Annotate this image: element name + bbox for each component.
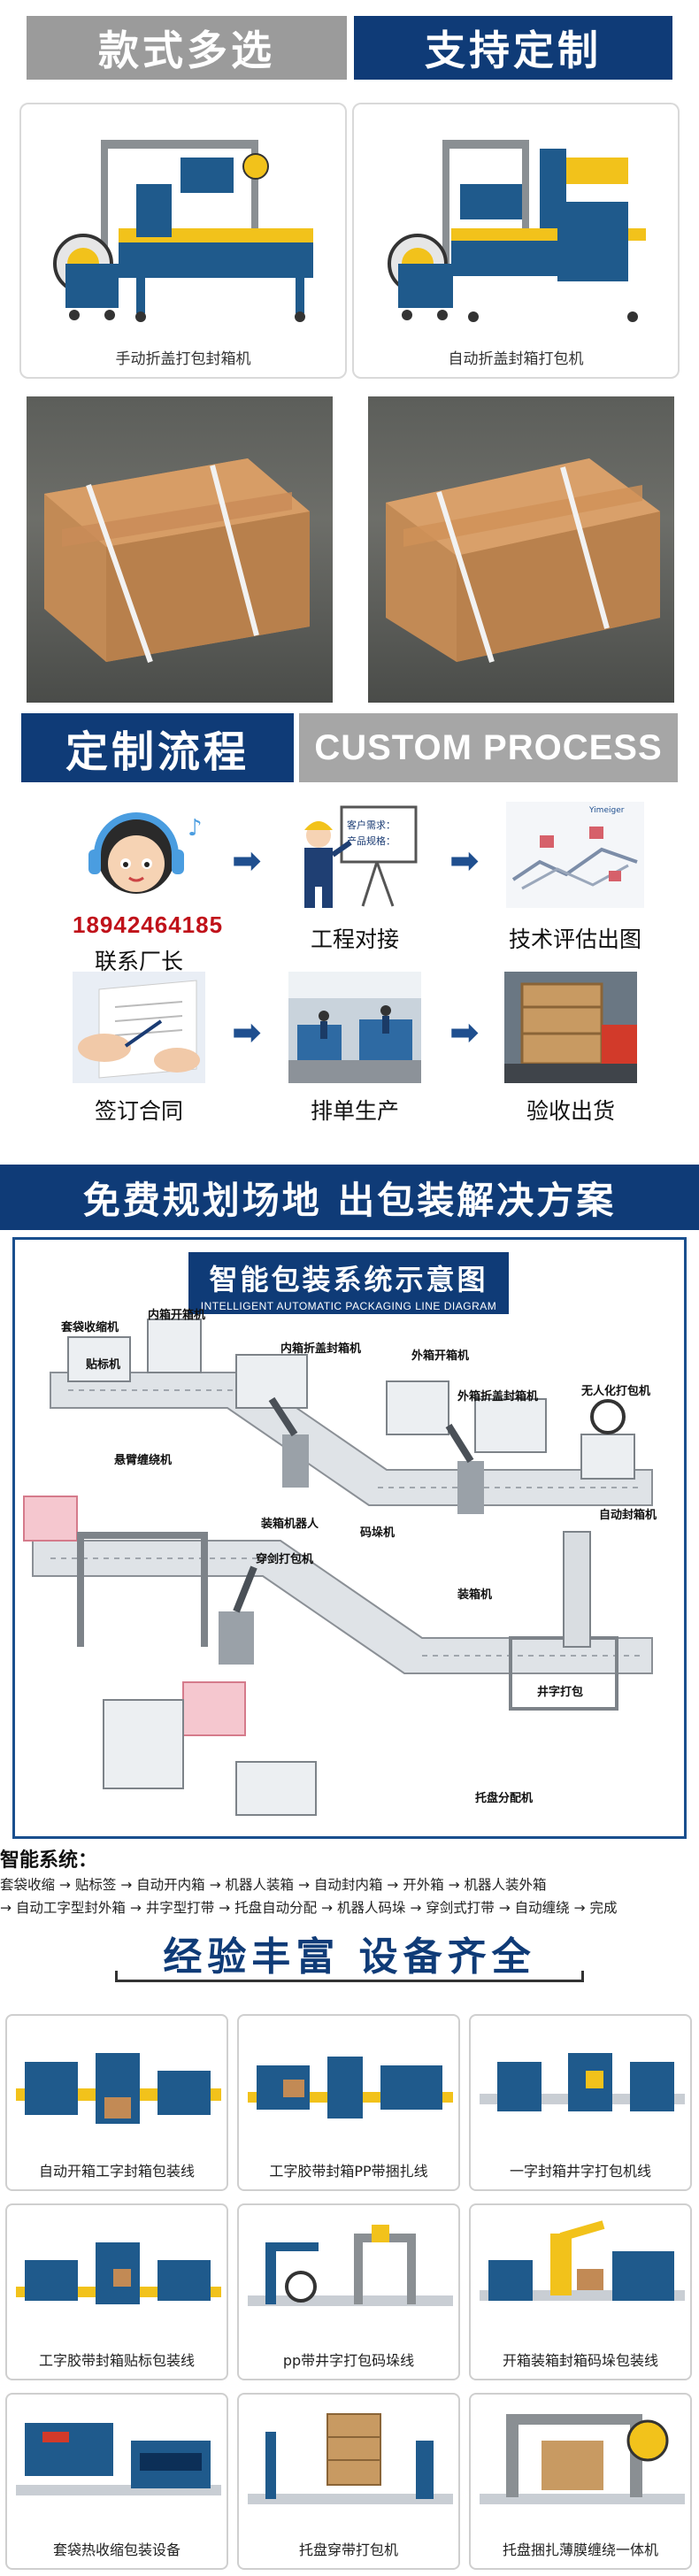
step-label: 签订合同	[94, 1098, 183, 1124]
strapped-carton-photo-2	[368, 396, 674, 703]
smart-system-flow-2: → 自动工字型封外箱 → 井字型打带 → 托盘自动分配 → 机器人码垛 → 穿剑…	[0, 1900, 618, 1916]
step-contact: ♪ 18942464185 联系厂长	[73, 800, 224, 976]
packaging-line-image	[248, 2413, 453, 2504]
line-caption: pp带井字打包码垛线	[282, 2352, 415, 2369]
line-caption: 托盘穿带打包机	[298, 2541, 398, 2558]
line-caption: 工字胶带封箱贴标包装线	[38, 2352, 195, 2369]
packaging-line-image	[480, 2414, 685, 2504]
divider	[115, 1980, 584, 1982]
smart-system-flow-1: 套袋收缩 → 贴标签 → 自动开内箱 → 机器人装箱 → 自动封内箱 → 开外箱…	[0, 1877, 547, 1893]
label-labeler: 贴标机	[86, 1358, 121, 1372]
arrow-right-icon: ➡	[232, 841, 262, 881]
label-inner-erector: 内箱开箱机	[148, 1309, 206, 1322]
arrow-right-icon: ➡	[449, 1012, 480, 1053]
label-outer-erector: 外箱开箱机	[411, 1350, 470, 1363]
process-title-cn: 定制流程	[21, 713, 294, 782]
board-line-2: 产品规格：	[347, 834, 396, 847]
divider	[581, 1971, 584, 1981]
machine-card-auto[interactable]: 自动折盖封箱打包机	[352, 103, 680, 379]
experience-header: 经验丰富 设备齐全	[115, 1925, 584, 1987]
label-inner-sealer: 内箱折盖封箱机	[280, 1342, 362, 1356]
manual-sealer-strapper-image	[53, 140, 313, 322]
arrow-right-icon: ➡	[449, 841, 480, 881]
step-evaluation: Yimeiger 技术评估出图	[495, 800, 655, 954]
layout-drawing-icon: Yimeiger	[504, 800, 646, 911]
label-packing-robot: 装箱机器人	[261, 1518, 319, 1531]
step-label: 工程对接	[310, 927, 399, 952]
line-card-4[interactable]: 工字胶带封箱贴标包装线	[5, 2203, 228, 2380]
arrow-right-icon: ➡	[232, 1012, 262, 1053]
machine-caption: 手动折盖打包封箱机	[115, 350, 251, 368]
step-label: 排单生产	[310, 1098, 399, 1124]
step-contract: 签订合同	[73, 972, 205, 1126]
diagram-title-box: 智能包装系统示意图 INTELLIGENT AUTOMATIC PACKAGIN…	[188, 1252, 509, 1314]
step-production: 排单生产	[288, 972, 421, 1126]
line-caption: 一字封箱井字打包机线	[509, 2163, 651, 2180]
packaging-line-image	[248, 2057, 453, 2118]
line-card-8[interactable]: 托盘穿带打包机	[237, 2393, 460, 2570]
packaging-line-image	[16, 2242, 221, 2304]
phone-number[interactable]: 18942464185	[73, 911, 224, 938]
custom-process-header: 定制流程 CUSTOM PROCESS	[21, 713, 678, 782]
label-palletizer: 码垛机	[360, 1526, 396, 1540]
packaging-line-image	[16, 2423, 221, 2495]
banner-right-tag: 支持定制	[354, 16, 672, 80]
label-cross-strapping: 井字打包	[537, 1686, 584, 1699]
engineer-presentation-icon: 客户需求： 产品规格：	[288, 800, 421, 911]
packaging-line-image	[248, 2225, 453, 2306]
board-line-1: 客户需求：	[347, 819, 396, 831]
headset-support-icon: ♪	[73, 800, 205, 911]
label-unmanned-strapper: 无人化打包机	[581, 1385, 651, 1398]
line-layout-drawing	[23, 1319, 653, 1816]
label-sword-strapper: 穿剑打包机	[256, 1553, 314, 1566]
packaging-line-image	[480, 2220, 685, 2301]
free-planning-header: 免费规划场地 出包装解决方案	[0, 1165, 699, 1230]
signing-contract-icon	[73, 972, 205, 1083]
line-card-3[interactable]: 一字封箱井字打包机线	[469, 2014, 692, 2191]
factory-workshop-icon	[288, 972, 421, 1083]
line-caption: 套袋热收缩包装设备	[52, 2541, 181, 2558]
strapped-carton-photo-1	[27, 396, 333, 703]
experience-title: 经验丰富 设备齐全	[163, 1934, 536, 1980]
packaging-line-image	[480, 2053, 685, 2111]
label-shrink-wrapper: 套袋收缩机	[61, 1321, 119, 1334]
step-label: 技术评估出图	[508, 927, 641, 952]
line-card-6[interactable]: 开箱装箱封箱码垛包装线	[469, 2203, 692, 2380]
line-card-1[interactable]: 自动开箱工字封箱包装线	[5, 2014, 228, 2191]
line-card-9[interactable]: 托盘捆扎薄膜缠绕一体机	[469, 2393, 692, 2570]
step-label: 验收出货	[526, 1098, 615, 1124]
machine-caption: 自动折盖封箱打包机	[448, 350, 584, 368]
machine-card-manual[interactable]: 手动折盖打包封箱机	[19, 103, 347, 379]
line-caption: 开箱装箱封箱码垛包装线	[502, 2352, 658, 2369]
process-title-en: CUSTOM PROCESS	[299, 713, 678, 782]
line-card-5[interactable]: pp带井字打包码垛线	[237, 2203, 460, 2380]
step-engineering: 客户需求： 产品规格： 工程对接	[288, 800, 421, 954]
line-caption: 工字胶带封箱PP带捆扎线	[269, 2163, 428, 2180]
diagram-title: 智能包装系统示意图	[209, 1263, 488, 1296]
packaging-line-image	[16, 2053, 221, 2124]
auto-sealer-strapper-image	[388, 140, 646, 322]
divider	[115, 1971, 118, 1981]
label-case-packer: 装箱机	[457, 1588, 493, 1602]
line-card-2[interactable]: 工字胶带封箱PP带捆扎线	[237, 2014, 460, 2191]
svg-text:♪: ♪	[188, 815, 203, 842]
svg-text:Yimeiger: Yimeiger	[588, 806, 625, 815]
label-outer-sealer: 外箱折盖封箱机	[457, 1390, 539, 1403]
line-caption: 托盘捆扎薄膜缠绕一体机	[502, 2541, 658, 2558]
step-shipping: 验收出货	[495, 972, 646, 1126]
banner: 款式多选 支持定制	[0, 0, 699, 88]
label-arm-wrapper: 悬臂缠绕机	[114, 1454, 173, 1467]
line-card-7[interactable]: 套袋热收缩包装设备	[5, 2393, 228, 2570]
shipping-crate-icon	[504, 972, 637, 1083]
packaging-line-diagram: 智能包装系统示意图 INTELLIGENT AUTOMATIC PACKAGIN…	[12, 1237, 687, 1839]
label-auto-sealer: 自动封箱机	[599, 1509, 657, 1522]
banner-left-tag: 款式多选	[27, 16, 347, 80]
line-caption: 自动开箱工字封箱包装线	[38, 2163, 195, 2180]
smart-system-title: 智能系统：	[0, 1849, 98, 1872]
label-pallet-dispenser: 托盘分配机	[475, 1792, 534, 1805]
step-label: 联系厂长	[94, 949, 183, 974]
diagram-subtitle: INTELLIGENT AUTOMATIC PACKAGING LINE DIA…	[200, 1300, 497, 1312]
